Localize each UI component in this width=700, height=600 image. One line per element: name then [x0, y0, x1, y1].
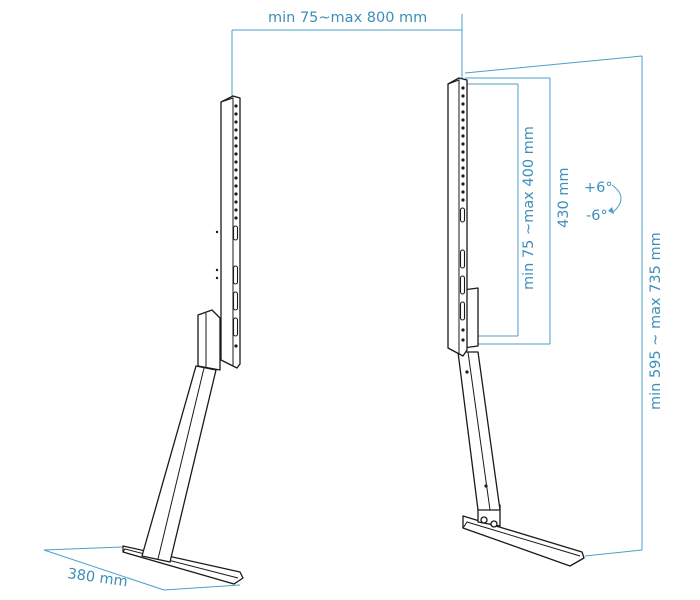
tilt-arrowhead-icon: [608, 207, 614, 214]
base-depth-label: 380 mm: [66, 566, 128, 590]
tilt-up-label: +6°: [584, 180, 613, 196]
left-upright-holes: [215, 104, 239, 348]
screw-icon: [480, 516, 488, 524]
left-base-plate: [122, 545, 244, 585]
left-stand: [122, 95, 244, 585]
tilt-down-label: -6°: [586, 208, 608, 224]
width-range-label: min 75~max 800 mm: [268, 10, 427, 26]
screw-icon: [490, 520, 498, 528]
overall-height-label: min 595 ~ max 735 mm: [648, 232, 664, 410]
tilt-indicator: +6° -6°: [584, 180, 622, 224]
vesa-height-label: min 75 ~max 400 mm: [521, 126, 537, 290]
right-base-plate: [462, 515, 585, 567]
dimension-lines: [43, 14, 643, 591]
right-upright-holes: [459, 86, 466, 342]
tilt-arrow-icon: [611, 184, 622, 214]
upright-height-label: 430 mm: [556, 167, 572, 228]
left-bracket: [197, 309, 221, 371]
left-leg: [141, 365, 217, 563]
right-stand: [447, 77, 585, 567]
